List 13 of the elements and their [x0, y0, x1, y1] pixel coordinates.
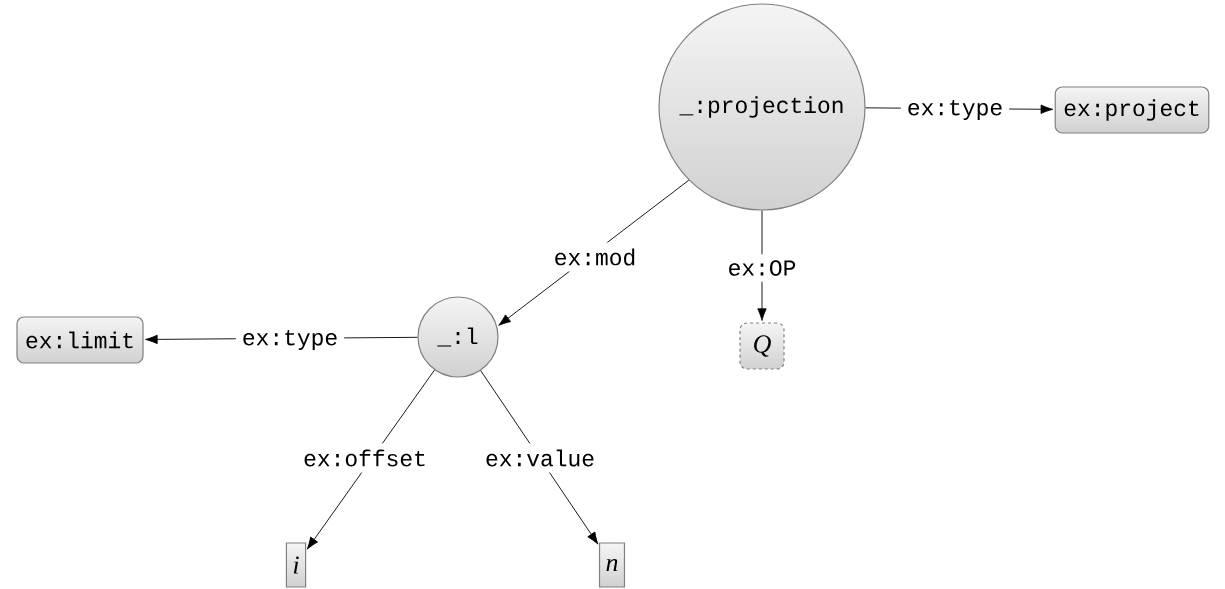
literal-box: i [285, 542, 307, 588]
edge-label: ex:value [479, 443, 601, 473]
resource-box: ex:project [1054, 86, 1210, 134]
edge-label: ex:OP [721, 254, 803, 282]
literal-box: n [598, 542, 626, 588]
edge-label: ex:mod [547, 242, 643, 272]
edge-label: ex:type [900, 94, 1010, 126]
resource-box: ex:limit [16, 316, 144, 364]
variable-box: Q [739, 322, 785, 370]
arrow [480, 370, 599, 545]
arrow [306, 369, 435, 550]
edge-label: ex:offset [297, 443, 433, 473]
edge-label: ex:type [235, 324, 345, 356]
